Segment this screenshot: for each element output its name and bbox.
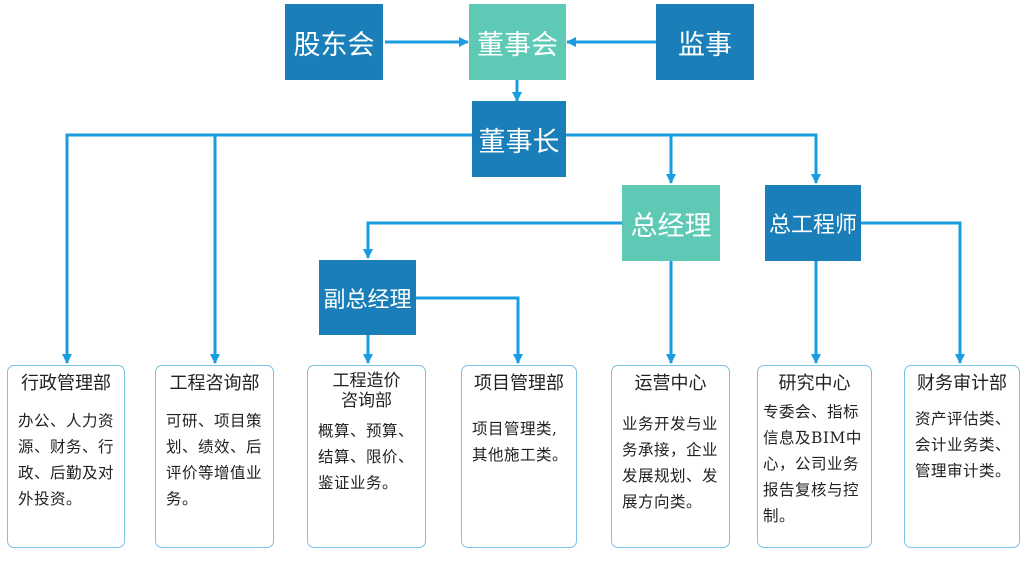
chief-engineer-label: 总工程师: [768, 213, 857, 238]
dept-project-management: 项目管理部 项目管理类, 其他施工类。: [461, 365, 577, 548]
shareholders-label: 股东会: [293, 29, 375, 61]
dept-admin: 行政管理部 办公、人力资 源、财务、行 政、后勤及对 外投资。: [7, 365, 125, 548]
dept-description: 可研、项目策 划、绩效、后 评价等增值业 务。: [166, 412, 263, 508]
dept-cost-consulting: 工程造价 咨询部 概算、预算、 结算、限价、 鉴证业务。: [307, 365, 426, 548]
chief-engineer-box: 总工程师: [765, 185, 861, 261]
dept-title: 项目管理部: [474, 373, 564, 394]
deputy-gm-box: 副总经理: [319, 260, 416, 335]
supervisor-label: 监事: [678, 29, 732, 61]
dept-research-center: 研究中心 专委会、指标 信息及BIM中 心，公司业务 报告复核与控 制。: [757, 365, 872, 548]
dept-title: 财务审计部: [917, 373, 1007, 394]
chairman-label: 董事长: [478, 126, 560, 158]
board-label: 董事会: [477, 29, 558, 61]
dept-finance-audit: 财务审计部 资产评估类、 会计业务类、 管理审计类。: [904, 365, 1020, 548]
arrow-deputy-to-project: [416, 296, 523, 364]
arrow-chairman-to-gm: [566, 133, 821, 184]
dept-title: 工程造价 咨询部: [332, 371, 401, 411]
dept-engineering-consulting: 工程咨询部 可研、项目策 划、绩效、后 评价等增值业 务。: [155, 365, 274, 548]
board-box: 董事会: [469, 4, 566, 80]
supervisor-box: 监事: [656, 4, 754, 80]
arrow-gm-to-deputy: [363, 221, 622, 259]
dept-description: 办公、人力资 源、财务、行 政、后勤及对 外投资。: [18, 412, 115, 508]
dept-title: 运营中心: [634, 373, 707, 394]
dept-description: 资产评估类、 会计业务类、 管理审计类。: [915, 410, 1012, 480]
arrow-engineer-to-finance: [861, 221, 965, 364]
chairman-box: 董事长: [472, 101, 566, 177]
dept-description: 项目管理类, 其他施工类。: [472, 420, 569, 464]
general-manager-box: 总经理: [622, 185, 720, 261]
dept-title: 行政管理部: [21, 373, 111, 394]
shareholders-box: 股东会: [285, 4, 383, 80]
dept-operations-center: 运营中心 业务开发与业 务承接，企业 发展规划、发 展方向类。: [611, 365, 730, 548]
deputy-gm-label: 副总经理: [323, 287, 412, 313]
dept-description: 业务开发与业 务承接，企业 发展规划、发 展方向类。: [622, 415, 719, 511]
dept-description: 专委会、指标 信息及BIM中 心，公司业务 报告复核与控 制。: [763, 403, 862, 525]
general-manager-label: 总经理: [630, 210, 712, 242]
dept-title: 研究中心: [778, 373, 851, 394]
dept-title: 工程咨询部: [169, 373, 260, 394]
arrow-chairman-to-admin: [62, 133, 472, 364]
dept-description: 概算、预算、 结算、限价、 鉴证业务。: [318, 422, 415, 492]
